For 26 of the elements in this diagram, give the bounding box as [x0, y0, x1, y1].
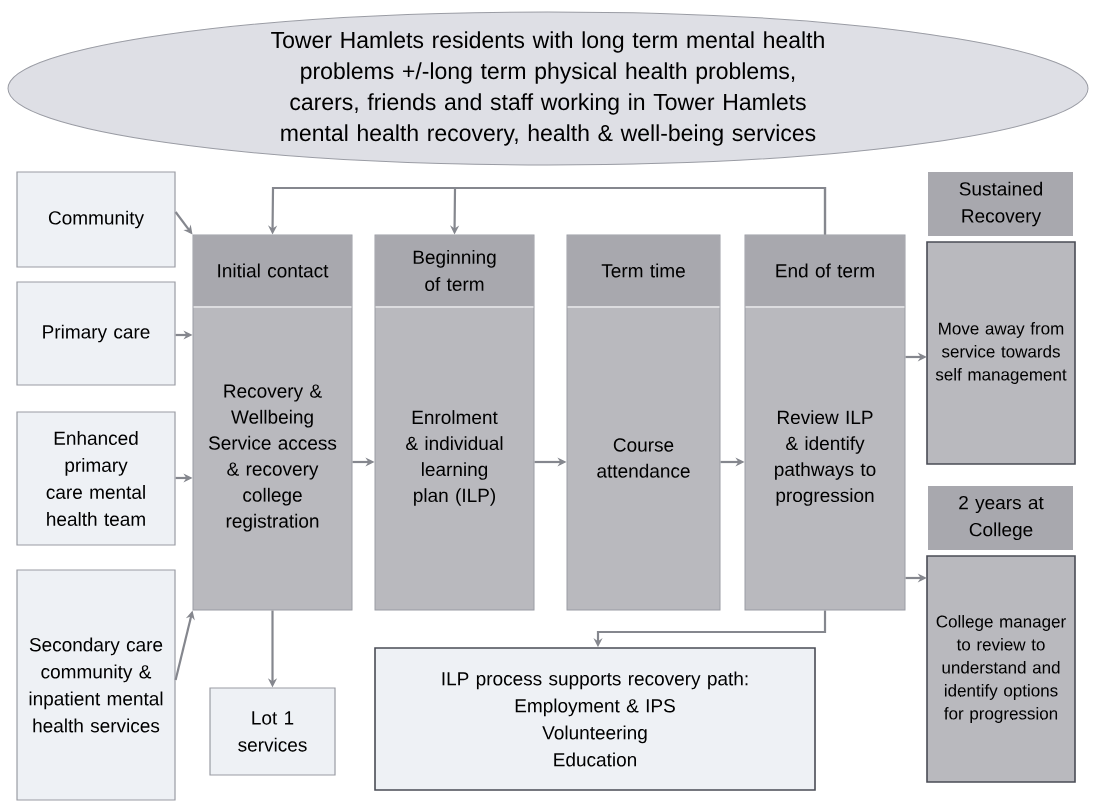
heading-text: Tower Hamlets residents with long term mental health problems +/-long term physical health problems, carers, friends and staff working in Tower Hamlets mental health recovery, health & well-being services	[271, 31, 824, 146]
body-text: College manager to review to understand and identify options for progression	[936, 615, 1066, 723]
heading-text: Sustained Recovery	[959, 181, 1042, 227]
stage-column	[374, 234, 535, 611]
body-text: Recovery & Wellbeing Service access & recovery college registration	[208, 384, 337, 532]
body-text: Course attendance	[597, 438, 690, 478]
stage-column	[192, 234, 353, 611]
referral-box: Secondary care community & inpatient mental health services	[16, 569, 176, 801]
stage-column	[566, 234, 721, 611]
referral-box: Primary care	[16, 281, 176, 386]
stage-column	[744, 234, 906, 611]
referral-box: Enhanced primary care mental health team	[16, 411, 176, 546]
outcome-box	[926, 486, 1076, 783]
heading-text: Initial contact	[218, 263, 329, 278]
heading-text: Beginning of term	[413, 250, 496, 291]
referral-box: Lot 1 services	[209, 687, 336, 776]
outcome-box	[926, 172, 1076, 465]
referral-box: Community	[16, 171, 176, 268]
note-box: ILP process supports recovery path: Employment & IPS Volunteering Education	[374, 647, 816, 791]
heading-text: Term time	[601, 263, 685, 278]
body-text: Enrolment & individual learning plan (ILP)	[406, 410, 503, 506]
heading-text: End of term	[776, 263, 874, 278]
body-text: Move away from service towards self management	[935, 322, 1067, 384]
heading-text: 2 years at College	[959, 495, 1044, 541]
body-text: Review ILP & identify pathways to progression	[775, 410, 876, 506]
population-ellipse	[7, 11, 1089, 166]
